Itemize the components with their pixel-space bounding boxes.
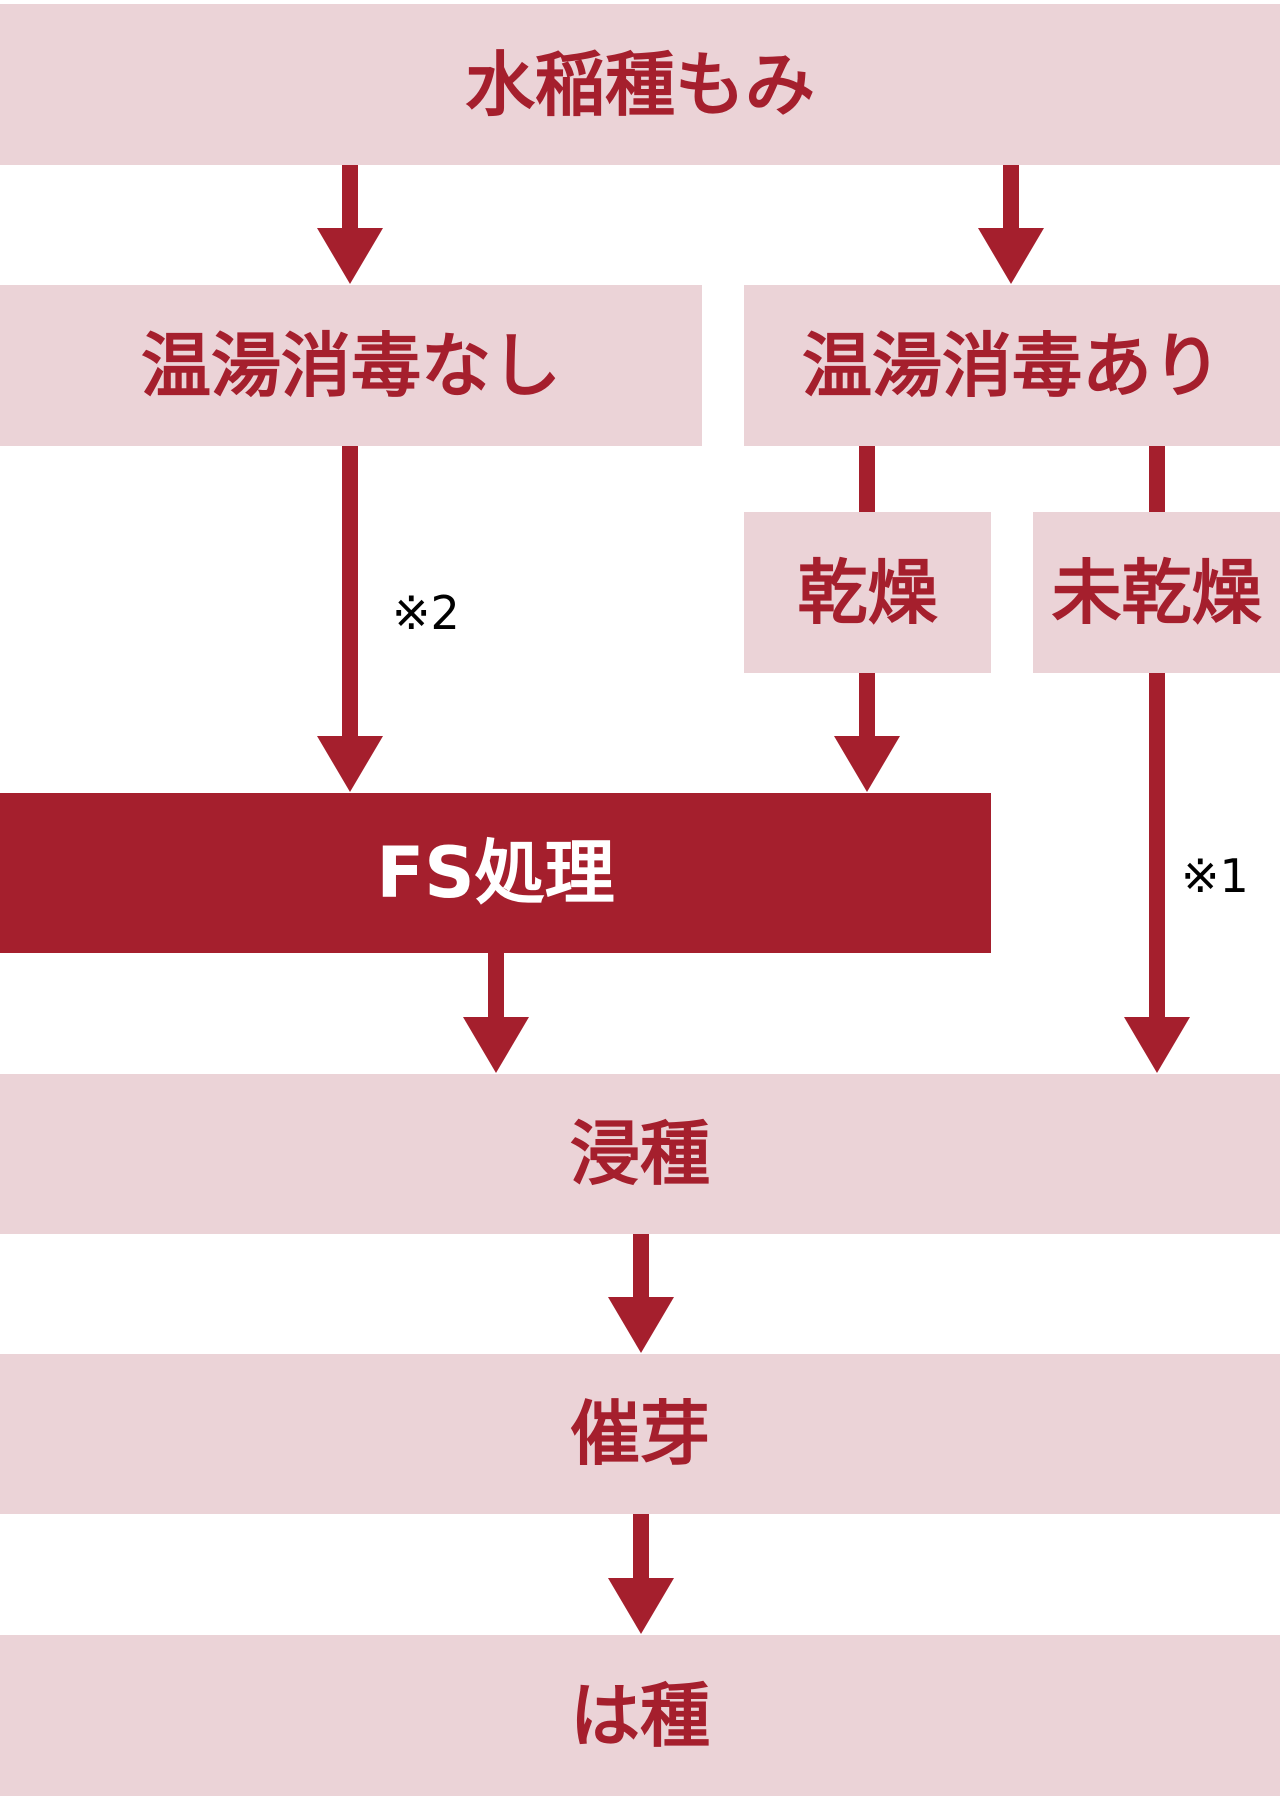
node-fs-treatment: FS処理 <box>0 793 991 953</box>
arrow-shaft-seed-to-with-hot-water <box>1003 165 1019 232</box>
node-germination: 催芽 <box>0 1354 1280 1514</box>
node-sowing-seed: は種 <box>0 1635 1280 1796</box>
arrow-shaft-not-dried-to-soaking <box>1149 673 1165 1019</box>
node-soaking: 浸種 <box>0 1074 1280 1234</box>
node-sowing-seed-label: は種 <box>570 1674 710 1757</box>
node-dried: 乾燥 <box>744 512 991 673</box>
arrow-head-seed-to-no-hot-water <box>317 228 383 284</box>
arrow-head-dried-to-fs <box>834 736 900 792</box>
arrow-head-germination-to-sowing <box>608 1578 674 1634</box>
arrow-head-no-hot-water-to-fs <box>317 736 383 792</box>
arrow-shaft-dried-to-fs <box>859 673 875 738</box>
node-fs-treatment-label: FS処理 <box>376 832 615 914</box>
node-not-dried-label: 未乾燥 <box>1051 551 1262 634</box>
node-with-hot-water-label: 温湯消毒あり <box>802 324 1222 407</box>
connector-with-hot-water-to-dried <box>859 446 875 512</box>
node-dried-label: 乾燥 <box>797 551 938 634</box>
arrow-head-soaking-to-germination <box>608 1297 674 1353</box>
arrow-shaft-fs-to-soaking <box>488 953 504 1019</box>
node-seed-rice-label: 水稲種もみ <box>465 43 815 126</box>
note-2-label: ※2 <box>392 586 460 640</box>
node-no-hot-water: 温湯消毒なし <box>0 285 702 446</box>
arrow-head-seed-to-with-hot-water <box>978 228 1044 284</box>
arrow-shaft-no-hot-water-to-fs <box>342 446 358 738</box>
connector-with-hot-water-to-not-dried <box>1149 446 1165 512</box>
node-no-hot-water-label: 温湯消毒なし <box>141 324 561 407</box>
arrow-shaft-germination-to-sowing <box>633 1514 649 1580</box>
arrow-shaft-soaking-to-germination <box>633 1234 649 1299</box>
node-germination-label: 催芽 <box>570 1393 710 1475</box>
arrow-shaft-seed-to-no-hot-water <box>342 165 358 232</box>
arrow-head-not-dried-to-soaking <box>1124 1017 1190 1073</box>
node-with-hot-water: 温湯消毒あり <box>744 285 1280 446</box>
arrow-head-fs-to-soaking <box>463 1017 529 1073</box>
node-not-dried: 未乾燥 <box>1033 512 1280 673</box>
node-seed-rice: 水稲種もみ <box>0 4 1280 165</box>
note-1-label: ※1 <box>1181 849 1249 903</box>
node-soaking-label: 浸種 <box>570 1113 710 1195</box>
